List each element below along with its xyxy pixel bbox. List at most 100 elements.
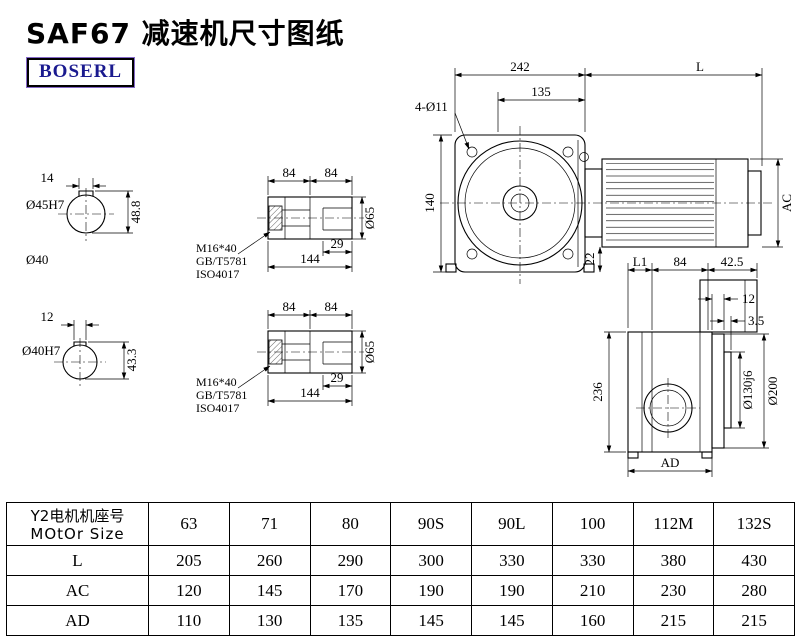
cell-L-0: 205 bbox=[148, 545, 230, 576]
dimension-table: Y2电机机座号 MOtOr Size 63 71 80 90S 90L 100 … bbox=[6, 502, 795, 636]
row-label-AC: AC bbox=[6, 575, 149, 606]
dim-29: 29 bbox=[331, 370, 344, 385]
cell-L-1: 260 bbox=[228, 545, 311, 576]
dim-84-b: 84 bbox=[325, 299, 339, 314]
logo-text: BOSERL bbox=[39, 61, 123, 82]
bolt-note-1: M16*40 bbox=[196, 375, 237, 389]
size-col-90l: 90L bbox=[471, 502, 553, 546]
table-row-AD: AD 110 130 135 145 145 160 215 215 bbox=[6, 605, 795, 636]
foot-left bbox=[445, 263, 457, 273]
size-col-63: 63 bbox=[148, 502, 230, 546]
dim-keyway-width: 14 bbox=[41, 170, 55, 185]
table-row-AC: AC 120 145 170 190 190 210 230 280 bbox=[6, 575, 795, 606]
flange-spigot bbox=[723, 351, 732, 429]
cell-L-4: 330 bbox=[471, 545, 553, 576]
motor-flange-side bbox=[699, 279, 758, 333]
bolt-note-3: ISO4017 bbox=[196, 401, 239, 415]
cell-L-3: 300 bbox=[390, 545, 472, 576]
breather-hole bbox=[579, 152, 589, 162]
row-label-L: L bbox=[6, 545, 149, 576]
cell-AC-0: 120 bbox=[148, 575, 230, 606]
bolt-note-2: GB/T5781 bbox=[196, 254, 247, 268]
cell-AC-2: 170 bbox=[309, 575, 392, 606]
bolt-hole bbox=[562, 146, 574, 158]
view-hollow-shaft-bottom: 84 84 29 144 Ø65 M16*40 GB/T5781 ISO4017 bbox=[196, 299, 377, 415]
size-col-80: 80 bbox=[309, 502, 392, 546]
label-bore-45h7: Ø45H7 bbox=[26, 197, 65, 212]
dim-12: 12 bbox=[742, 291, 755, 306]
table-header-row: Y2电机机座号 MOtOr Size 63 71 80 90S 90L 100 … bbox=[6, 502, 795, 546]
dim-84-a: 84 bbox=[283, 299, 297, 314]
size-col-100: 100 bbox=[551, 502, 634, 546]
bolt-note-2: GB/T5781 bbox=[196, 388, 247, 402]
cell-AC-1: 145 bbox=[228, 575, 311, 606]
page-title: SAF67 减速机尺寸图纸 bbox=[26, 17, 345, 50]
technical-drawing: 14 48.8 Ø45H7 Ø40 12 43.3 Ø40H7 84 84 29… bbox=[22, 59, 794, 477]
cell-AD-0: 110 bbox=[148, 605, 230, 636]
motor-size-header: Y2电机机座号 MOtOr Size bbox=[6, 502, 149, 546]
dim-84-a: 84 bbox=[283, 165, 297, 180]
foot-right bbox=[701, 451, 713, 459]
dim-84-b: 84 bbox=[325, 165, 339, 180]
cell-L-5: 330 bbox=[551, 545, 634, 576]
dim-42-5: 42.5 bbox=[721, 254, 744, 269]
size-col-112m: 112M bbox=[632, 502, 715, 546]
label-outer-40: Ø40 bbox=[26, 252, 48, 267]
bolt-note-3: ISO4017 bbox=[196, 267, 239, 281]
label-bore-40h7: Ø40H7 bbox=[22, 343, 61, 358]
dim-dia-65: Ø65 bbox=[362, 207, 377, 229]
motor-size-header-en: MOtOr Size bbox=[30, 524, 125, 543]
dim-144: 144 bbox=[300, 251, 320, 266]
cell-AD-2: 135 bbox=[309, 605, 392, 636]
view-output-shaft-section: Ø40 12 43.3 Ø40H7 bbox=[22, 252, 139, 387]
bolt-hole bbox=[466, 146, 478, 158]
cell-AD-4: 145 bbox=[471, 605, 553, 636]
table-row-L: L 205 260 290 300 330 330 380 430 bbox=[6, 545, 795, 576]
size-col-132s: 132S bbox=[713, 502, 795, 546]
cell-AC-5: 210 bbox=[551, 575, 634, 606]
cell-AD-5: 160 bbox=[551, 605, 634, 636]
dim-140: 140 bbox=[422, 193, 437, 213]
foot-left bbox=[627, 451, 639, 459]
size-col-90s: 90S bbox=[390, 502, 472, 546]
bolt-hole bbox=[466, 248, 478, 260]
housing-circle-outer bbox=[457, 140, 583, 266]
dim-dia-65: Ø65 bbox=[362, 341, 377, 363]
dim-keyway-width: 12 bbox=[41, 309, 54, 324]
label-bolt-holes: 4-Ø11 bbox=[415, 99, 448, 114]
size-col-71: 71 bbox=[228, 502, 311, 546]
dim-29: 29 bbox=[331, 236, 344, 251]
dim-AC: AC bbox=[779, 194, 794, 212]
fan-cover bbox=[747, 170, 762, 236]
cell-L-6: 380 bbox=[632, 545, 715, 576]
dim-22: 22 bbox=[582, 253, 597, 266]
motor-size-header-cn: Y2电机机座号 bbox=[30, 506, 125, 525]
dim-keyway-height: 43.3 bbox=[124, 349, 139, 372]
cell-AC-6: 230 bbox=[632, 575, 715, 606]
foot-right bbox=[583, 263, 595, 273]
housing-side bbox=[627, 331, 713, 453]
cell-L-7: 430 bbox=[713, 545, 795, 576]
dim-3-5: 3.5 bbox=[748, 313, 764, 328]
dim-84: 84 bbox=[674, 254, 688, 269]
output-flange-plate bbox=[711, 333, 725, 449]
dim-135: 135 bbox=[531, 84, 551, 99]
dim-dia-200: Ø200 bbox=[765, 377, 780, 406]
cell-AD-7: 215 bbox=[713, 605, 795, 636]
dim-L1: L1 bbox=[633, 254, 647, 269]
shaft-center-circle bbox=[502, 185, 538, 221]
cell-AC-3: 190 bbox=[390, 575, 472, 606]
cell-AD-3: 145 bbox=[390, 605, 472, 636]
cell-AC-4: 190 bbox=[471, 575, 553, 606]
view-hollow-shaft-top: 84 84 29 144 Ø65 M16*40 GB/T5781 ISO4017 bbox=[196, 165, 377, 281]
boserl-logo: BOSERL bbox=[27, 58, 135, 87]
bolt-hole bbox=[562, 248, 574, 260]
dim-AD: AD bbox=[661, 455, 680, 470]
view-side: L1 84 42.5 12 3.5 236 Ø130j6 Ø200 AD bbox=[590, 254, 780, 477]
dim-236: 236 bbox=[590, 382, 605, 402]
dim-L: L bbox=[696, 59, 704, 74]
row-label-AD: AD bbox=[6, 605, 149, 636]
cell-L-2: 290 bbox=[309, 545, 392, 576]
view-input-shaft-section: 14 48.8 Ø45H7 bbox=[26, 170, 143, 241]
bolt-note-1: M16*40 bbox=[196, 241, 237, 255]
